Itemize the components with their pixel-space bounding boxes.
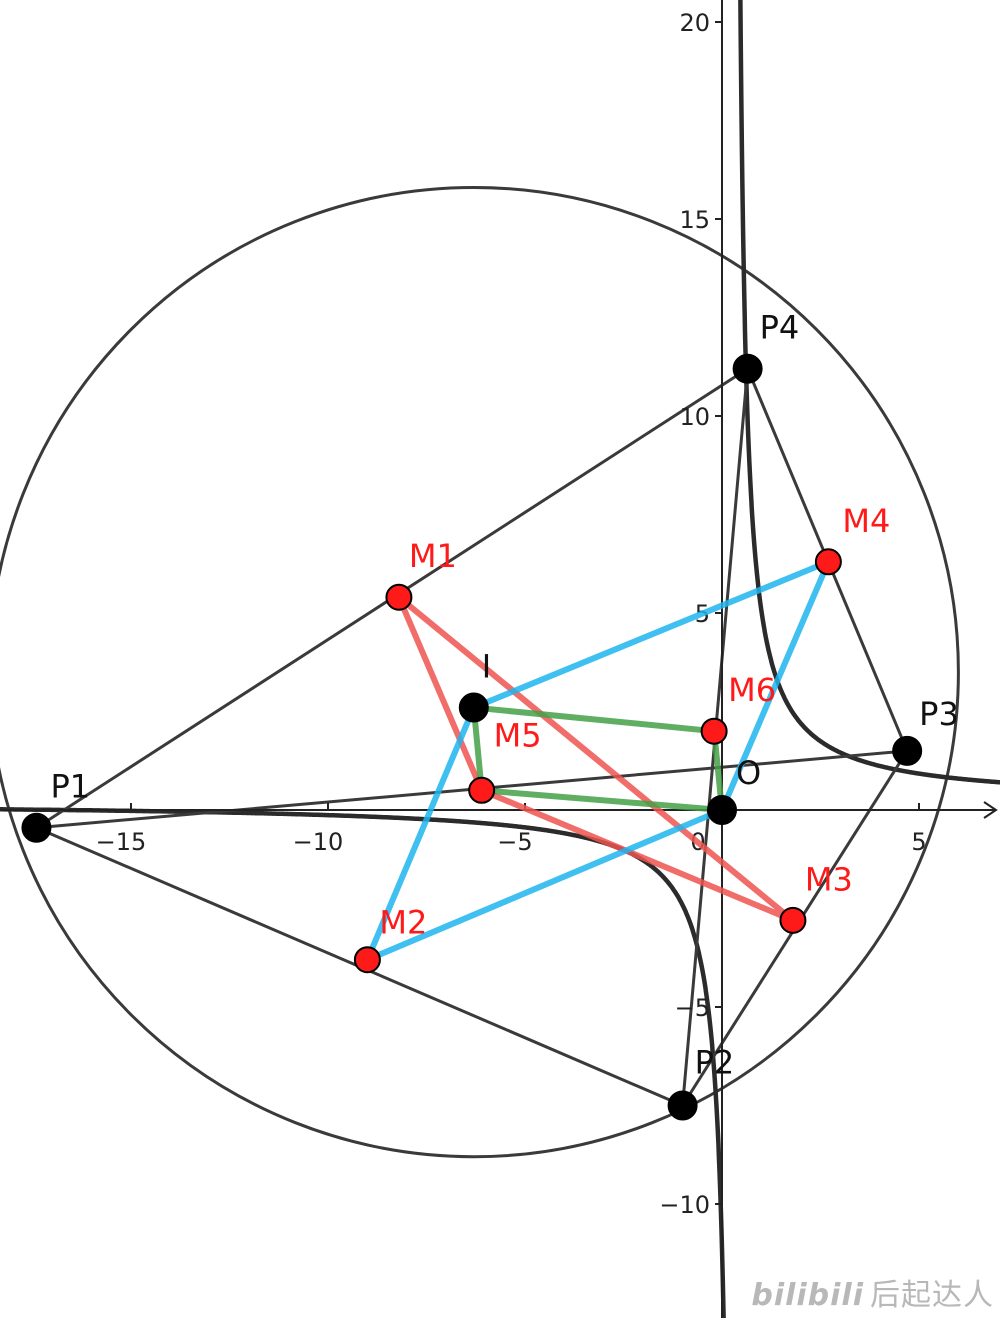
x-tick-label: −5 — [497, 828, 532, 856]
point-m5 — [468, 776, 496, 804]
x-tick-label: −15 — [96, 828, 147, 856]
label-m2: M2 — [379, 904, 427, 942]
label-o: O — [736, 754, 761, 792]
watermark-logo: bilibili — [751, 1278, 864, 1313]
point-o — [707, 795, 737, 825]
point-m3 — [779, 906, 807, 934]
points — [21, 353, 923, 1121]
red-triangle — [396, 594, 795, 924]
point-i — [458, 692, 489, 723]
x-axis-arrow — [983, 801, 998, 819]
hyperbola-right-branch — [738, 0, 1000, 785]
hyperbola-left-branch — [0, 807, 726, 1318]
point-m1 — [385, 583, 413, 611]
label-p4: P4 — [760, 309, 800, 347]
label-i: I — [482, 648, 491, 686]
label-m6: M6 — [728, 671, 776, 709]
label-p1: P1 — [50, 768, 90, 806]
point-m2 — [353, 946, 381, 974]
label-p3: P3 — [919, 695, 959, 733]
label-m4: M4 — [842, 502, 890, 540]
watermark-text: 后起达人 — [870, 1278, 994, 1313]
x-tick-label: 5 — [911, 828, 926, 856]
y-tick-label: 10 — [679, 403, 710, 431]
y-tick-label: −10 — [659, 1191, 710, 1219]
label-p2: P2 — [695, 1044, 735, 1082]
point-p1 — [21, 812, 52, 843]
y-tick-label: −5 — [675, 994, 710, 1022]
label-m1: M1 — [409, 537, 457, 575]
point-p2 — [667, 1090, 698, 1121]
point-p4 — [732, 353, 763, 384]
circumcircle — [0, 186, 960, 1159]
dark-segments — [35, 367, 909, 1107]
circumcircle-path — [0, 186, 960, 1159]
y-tick-label: 15 — [679, 206, 710, 234]
point-m4 — [814, 548, 842, 576]
label-m5: M5 — [494, 716, 542, 754]
point-m6 — [700, 717, 728, 745]
x-tick-label: −10 — [293, 828, 344, 856]
y-tick-label: 20 — [679, 9, 710, 37]
point-p3 — [892, 735, 923, 766]
label-m3: M3 — [805, 860, 853, 898]
